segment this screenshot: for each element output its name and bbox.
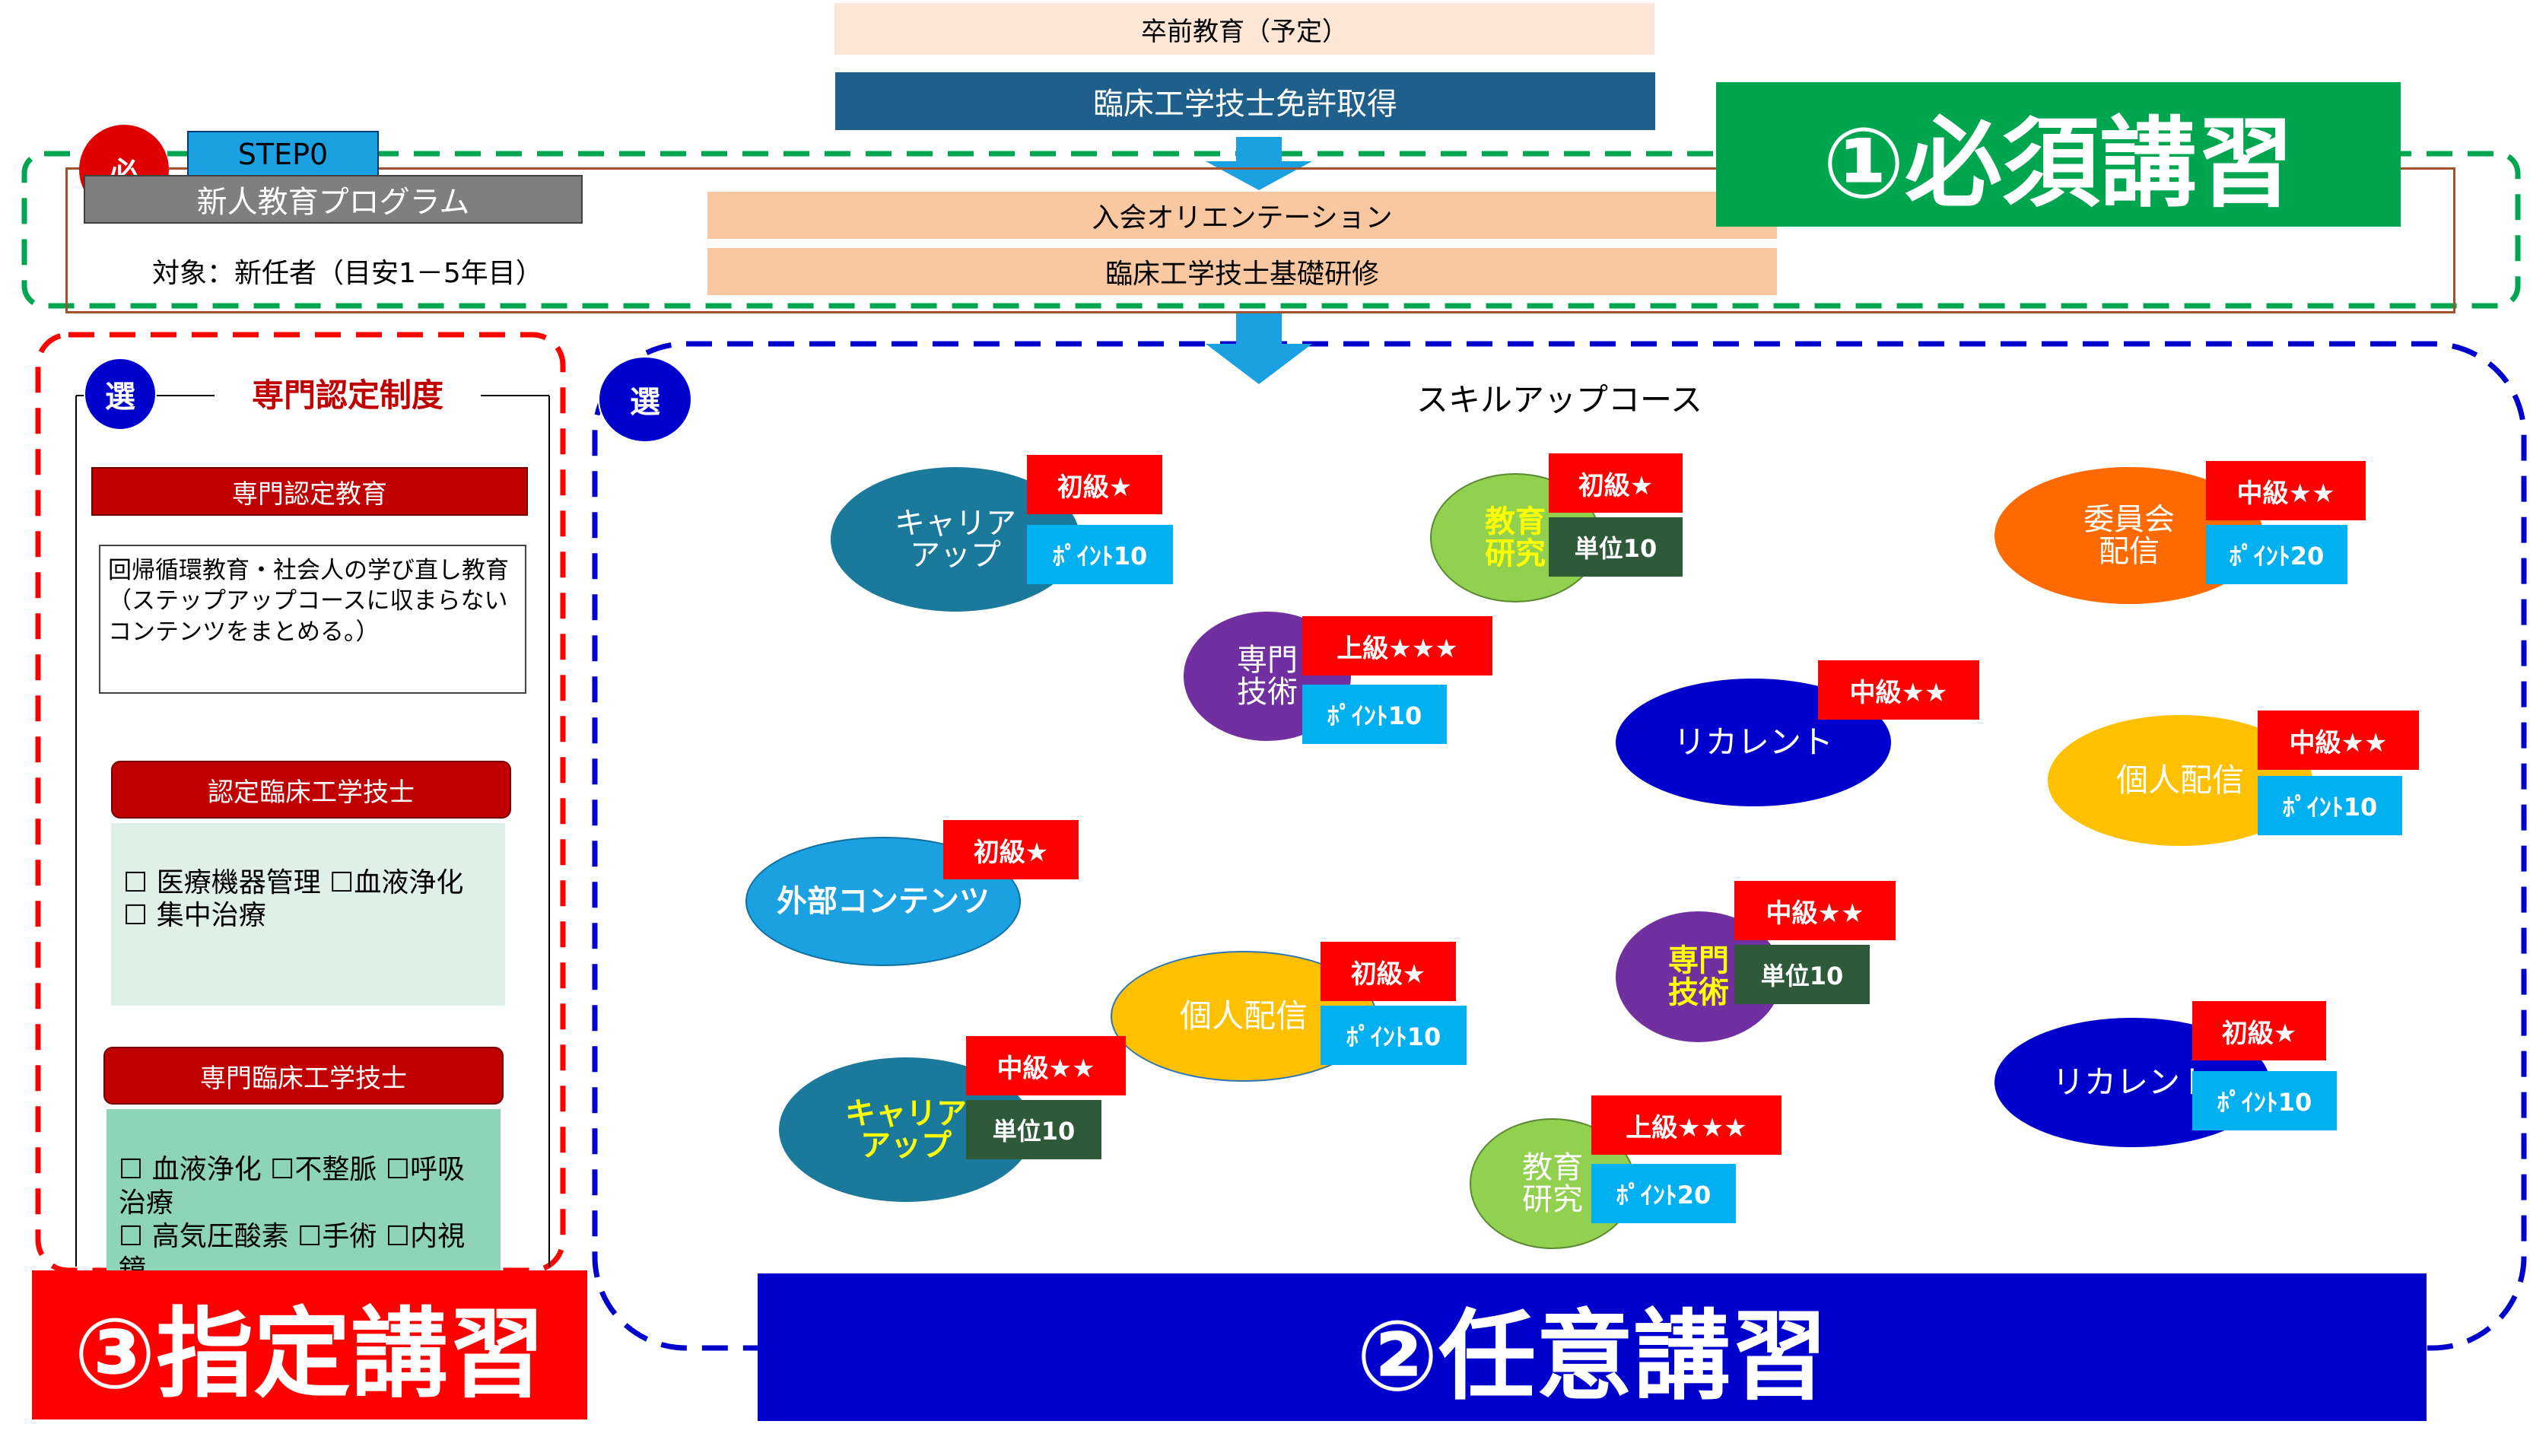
course-level-badge: 初級★ [1549,453,1683,513]
pre-grad-box: 卒前教育（予定） [834,3,1654,55]
spec-tech-header: 専門臨床工学技士 [103,1047,504,1105]
cert-edu-header: 専門認定教育 [91,467,528,516]
arrow-down-icon [1206,312,1312,384]
target-text: 対象：新任者（目安1－5年目） [152,258,543,289]
spec-tech-items: ☐ 血液浄化 ☐不整脈 ☐呼吸治療 ☐ 高気圧酸素 ☐手術 ☐内視鏡 ☐ 心・血… [106,1109,501,1276]
section2-dashed-outline [592,341,2527,1351]
course-level-badge: 上級★★★ [1302,616,1492,676]
course-level-badge: 中級★★ [1734,881,1896,940]
course-credit-badge: ﾎﾟｲﾝﾄ10 [1302,685,1447,744]
course-credit-badge: 単位10 [966,1100,1101,1159]
course-credit-badge: 単位10 [1734,945,1870,1004]
step-label: STEP0 [187,131,379,178]
license-box: 臨床工学技士免許取得 [835,72,1655,130]
course-level-badge: 初級★ [1027,455,1162,514]
section2-select-badge: 選 [598,356,692,443]
section3-big-label: ③指定講習 [32,1270,587,1419]
course-credit-badge: ﾎﾟｲﾝﾄ20 [1591,1164,1736,1223]
course-credit-badge: ﾎﾟｲﾝﾄ10 [1321,1006,1467,1065]
course-credit-badge: ﾎﾟｲﾝﾄ10 [2258,776,2402,835]
orientation-box: 入会オリエンテーション [707,192,1777,239]
course-level-badge: 中級★★ [2206,461,2366,520]
course-credit-badge: 単位10 [1549,517,1683,577]
cert-tech-header: 認定臨床工学技士 [111,761,511,819]
course-level-badge: 初級★ [2192,1001,2326,1060]
program-title-box: 新人教育プログラム [84,175,583,224]
course-level-badge: 上級★★★ [1591,1095,1781,1155]
course-level-badge: 中級★★ [1818,660,1979,720]
section1-big-label: ①必須講習 [1716,82,2401,227]
course-level-badge: 初級★ [943,820,1079,879]
cert-edu-desc: 回帰循環教育・社会人の学び直し教育（ステップアップコースに収まらないコンテンツを… [99,545,526,694]
section3-title: 専門認定制度 [251,376,443,414]
cert-tech-items: ☐ 医療機器管理 ☐血液浄化 ☐ 集中治療 [111,823,505,1006]
basic-training-box: 臨床工学技士基礎研修 [707,248,1777,295]
course-level-badge: 中級★★ [2258,711,2419,770]
course-level-badge: 中級★★ [966,1036,1126,1095]
arrow-down-icon [1206,137,1312,190]
course-credit-badge: ﾎﾟｲﾝﾄ20 [2206,525,2347,584]
section1-brown-frame [65,167,2455,313]
section3-select-badge: 選 [84,358,157,431]
course-credit-badge: ﾎﾟｲﾝﾄ10 [2192,1071,2337,1130]
license-label: 臨床工学技士免許取得 [1093,87,1397,122]
course-credit-badge: ﾎﾟｲﾝﾄ10 [1027,525,1173,584]
section2-big-label: ②任意講習 [758,1273,2427,1421]
section2-title: スキルアップコース [1416,380,1702,418]
pre-grad-label: 卒前教育（予定） [1141,16,1348,47]
course-level-badge: 初級★ [1321,942,1456,1001]
